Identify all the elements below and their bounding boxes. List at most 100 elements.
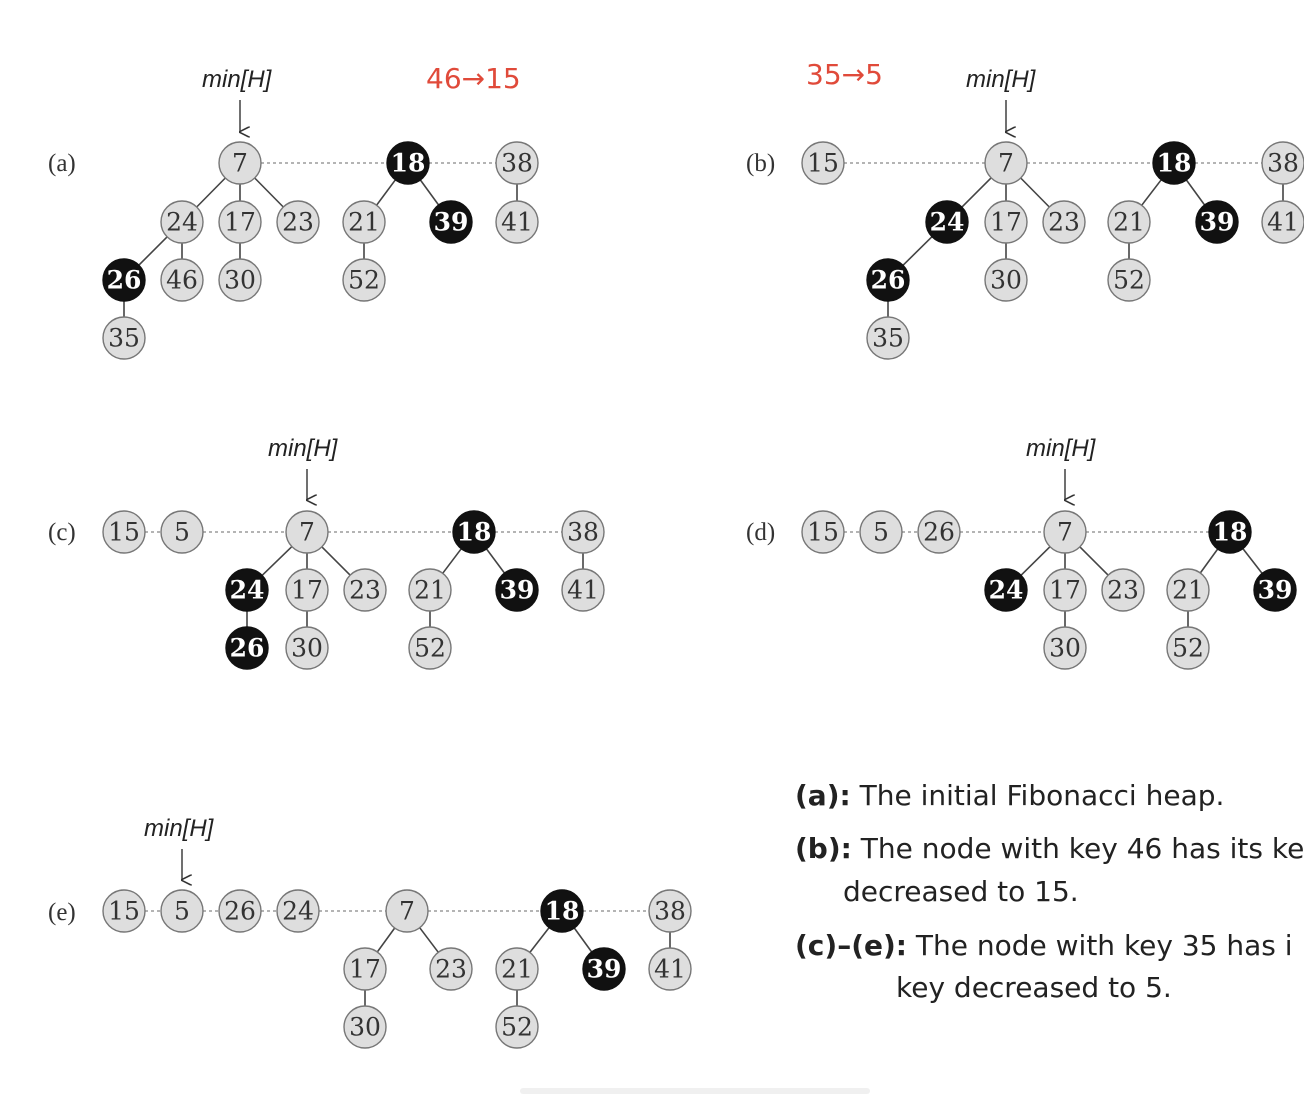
heap-node-b-17: 17	[984, 200, 1028, 244]
node-circle	[102, 889, 146, 933]
heap-node-a-18: 18	[386, 141, 430, 185]
node-key: 30	[224, 266, 256, 295]
node-key: 52	[501, 1013, 533, 1042]
node-key: 21	[501, 955, 533, 984]
node-circle	[648, 947, 692, 991]
caption-c-text: The node with key 35 has i	[906, 929, 1293, 962]
node-key: 39	[434, 208, 469, 237]
tree-edge	[1185, 179, 1206, 206]
heap-node-e-15: 15	[102, 889, 146, 933]
node-circle	[648, 889, 692, 933]
node-circle	[342, 258, 386, 302]
node-key: 18	[391, 149, 426, 178]
node-circle	[540, 889, 584, 933]
node-key: 52	[1172, 634, 1204, 663]
node-key: 18	[1213, 518, 1248, 547]
node-key: 18	[457, 518, 492, 547]
node-circle	[1101, 568, 1145, 612]
node-key: 26	[871, 266, 906, 295]
heap-node-b-35: 35	[866, 316, 910, 360]
node-circle	[343, 1005, 387, 1049]
node-circle	[102, 316, 146, 360]
heap-node-d-18: 18	[1208, 510, 1252, 554]
node-circle	[495, 947, 539, 991]
node-key: 24	[989, 576, 1024, 605]
heap-node-c-26: 26	[225, 626, 269, 670]
heap-node-a-17: 17	[218, 200, 262, 244]
node-circle	[285, 568, 329, 612]
heap-node-e-17: 17	[343, 947, 387, 991]
node-circle	[160, 258, 204, 302]
heap-node-a-52: 52	[342, 258, 386, 302]
min-pointer-label-a: min[H]	[202, 66, 273, 93]
tree-edge	[419, 927, 439, 953]
min-pointer-label-b: min[H]	[966, 66, 1037, 93]
node-circle	[984, 200, 1028, 244]
node-circle	[1166, 626, 1210, 670]
node-circle	[1042, 200, 1086, 244]
node-key: 30	[291, 634, 323, 663]
node-key: 35	[872, 324, 904, 353]
heap-node-c-52: 52	[408, 626, 452, 670]
panel-label-a: (a)	[48, 150, 76, 177]
node-key: 38	[567, 518, 599, 547]
caption-b-text: The node with key 46 has its ke	[851, 832, 1304, 865]
node-circle	[160, 889, 204, 933]
tree-edge	[442, 548, 462, 574]
node-key: 38	[501, 149, 533, 178]
node-circle	[1261, 200, 1304, 244]
heap-node-b-15: 15	[801, 141, 845, 185]
min-pointer-label-d: min[H]	[1026, 435, 1097, 462]
caption-c-continuation: key decreased to 5.	[896, 971, 1172, 1004]
heap-node-a-46: 46	[160, 258, 204, 302]
panel-label-c: (c)	[48, 519, 76, 546]
heap-node-c-17: 17	[285, 568, 329, 612]
node-circle	[429, 947, 473, 991]
heap-node-b-23: 23	[1042, 200, 1086, 244]
node-key: 5	[174, 897, 190, 926]
heap-node-d-17: 17	[1043, 568, 1087, 612]
caption-b: (b): The node with key 46 has its ke	[795, 829, 1304, 869]
annotation-a: 46→15	[426, 62, 521, 95]
node-key: 23	[435, 955, 467, 984]
node-key: 21	[414, 576, 446, 605]
heap-node-e-41: 41	[648, 947, 692, 991]
node-key: 21	[348, 208, 380, 237]
node-key: 46	[166, 266, 198, 295]
heap-node-b-18: 18	[1152, 141, 1196, 185]
tree-edge	[1020, 546, 1051, 576]
node-key: 21	[1172, 576, 1204, 605]
node-key: 17	[990, 208, 1022, 237]
node-circle	[561, 568, 605, 612]
node-circle	[285, 510, 329, 554]
tree-edge	[261, 546, 293, 576]
node-key: 15	[807, 518, 839, 547]
node-key: 17	[291, 576, 323, 605]
heap-node-d-23: 23	[1101, 568, 1145, 612]
tree-edge	[1141, 179, 1162, 206]
node-key: 41	[501, 208, 533, 237]
panel-label-e: (e)	[48, 899, 76, 926]
node-circle	[561, 510, 605, 554]
caption-c: (c)–(e): The node with key 35 has i	[795, 926, 1293, 966]
panel-label-d: (d)	[746, 519, 775, 546]
heap-node-d-7: 7	[1043, 510, 1087, 554]
node-circle	[495, 1005, 539, 1049]
node-key: 52	[1113, 266, 1145, 295]
heap-node-e-38: 38	[648, 889, 692, 933]
node-circle	[1043, 568, 1087, 612]
heap-node-b-41: 41	[1261, 200, 1304, 244]
heap-node-b-24: 24	[925, 200, 969, 244]
node-key: 23	[1048, 208, 1080, 237]
caption-a-label: (a):	[795, 779, 851, 812]
tree-edge	[1079, 546, 1109, 576]
tree-edge	[1199, 548, 1219, 574]
node-key: 7	[1057, 518, 1073, 547]
node-key: 15	[108, 897, 140, 926]
heap-node-a-30: 30	[218, 258, 262, 302]
node-key: 17	[349, 955, 381, 984]
node-circle	[495, 568, 539, 612]
node-circle	[408, 626, 452, 670]
